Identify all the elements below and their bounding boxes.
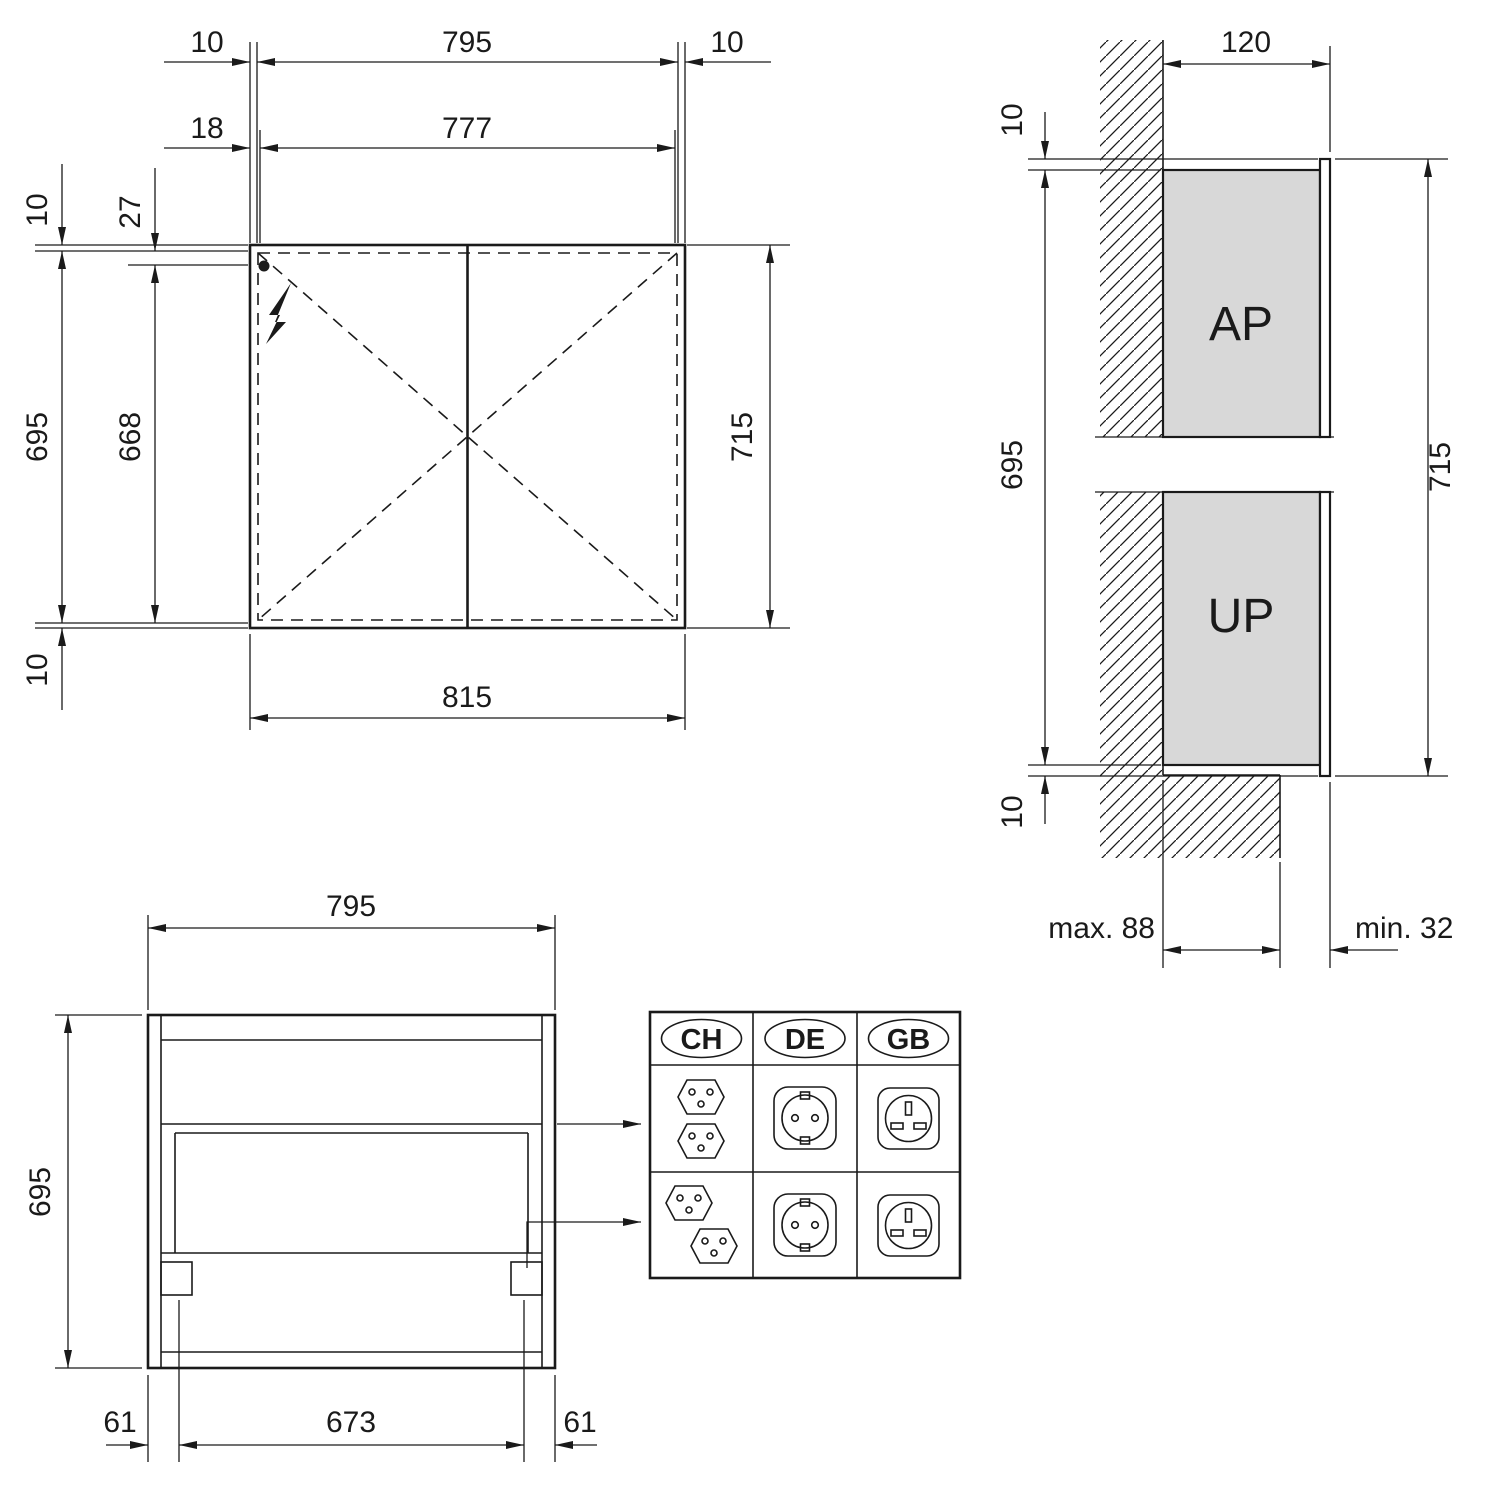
front-view-extension-lines	[35, 42, 790, 730]
bottom-view-dimension-lines	[64, 924, 597, 1449]
dim-front-top-gap-right: 10	[710, 26, 743, 59]
side-view: AP UP 120 10 695 10	[996, 26, 1457, 968]
socket-de-row1-icon	[773, 1086, 837, 1150]
socket-table: CH DE GB	[648, 1010, 962, 1280]
dim-recess-max: max. 88	[1048, 912, 1155, 945]
dim-front-left-height: 695	[21, 412, 54, 462]
country-badge-ch	[660, 1018, 743, 1059]
bottom-view-inner-lines	[160, 1015, 543, 1368]
country-badge-gb	[867, 1018, 950, 1059]
dim-side-depth: 120	[1221, 26, 1271, 59]
socket-gb-row1-icon	[877, 1087, 940, 1150]
dim-front-inset-left: 18	[190, 112, 223, 145]
dim-side-body-height: 695	[996, 440, 1029, 490]
dim-front-left-gap-bottom: 10	[21, 653, 54, 686]
socket-ch-row1-icon	[677, 1079, 725, 1159]
power-connection-dot	[258, 260, 270, 272]
socket-de-row2-icon	[773, 1193, 837, 1257]
label-surface-mounted: AP	[1209, 298, 1273, 351]
bottom-view-extension-lines	[55, 915, 556, 1462]
wall-hatch-below	[1100, 775, 1280, 858]
dim-front-top-width: 795	[442, 26, 492, 59]
cabinet-body-upper	[1161, 168, 1322, 439]
wall-hatch-lower	[1100, 492, 1163, 775]
dim-side-gap-top: 10	[996, 103, 1029, 136]
dim-protrusion-min: min. 32	[1355, 912, 1453, 945]
break-lines	[1095, 436, 1334, 493]
bottom-view: 795 695 61 673 61	[24, 890, 641, 1462]
socket-table-grid	[650, 1012, 960, 1278]
dim-bottom-side-left: 61	[103, 1406, 136, 1439]
dim-side-front-height: 715	[1424, 442, 1457, 492]
dim-front-left-gap-top: 10	[21, 193, 54, 226]
side-view-dimension-lines	[1041, 60, 1432, 954]
header-de: DE	[785, 1024, 825, 1056]
power-connection-bolt-icon	[266, 283, 291, 344]
leader-arrow-row2	[526, 1218, 641, 1268]
header-ch: CH	[681, 1024, 723, 1056]
front-view: 10 795 10 18 777 10 27 695 668 10 715 81…	[21, 26, 790, 730]
door-swing-diagonal-2	[257, 252, 678, 621]
dim-front-bottom-width: 815	[442, 681, 492, 714]
label-recessed: UP	[1208, 590, 1275, 643]
dim-bottom-width: 795	[326, 890, 376, 923]
dim-side-gap-bottom: 10	[996, 795, 1029, 828]
dim-bottom-depth: 695	[24, 1167, 57, 1217]
bottom-view-outline	[146, 1013, 557, 1370]
wall-hatch-upper	[1100, 40, 1163, 437]
country-badge-de	[764, 1018, 846, 1059]
header-gb: GB	[887, 1024, 931, 1056]
dim-front-inner-width: 777	[442, 112, 492, 145]
dim-front-left-inner-height: 668	[114, 412, 147, 462]
mirror-door-upper	[1318, 157, 1332, 439]
socket-table-border	[648, 1010, 962, 1280]
dim-front-left-inset-top: 27	[114, 195, 147, 228]
socket-ch-row2-icon	[665, 1185, 738, 1264]
front-view-dimension-lines	[58, 58, 774, 722]
door-swing-diagonal-1	[257, 252, 678, 621]
socket-gb-row2-icon	[877, 1194, 940, 1257]
dim-front-right-height: 715	[726, 412, 759, 462]
mirror-door-lower	[1318, 490, 1332, 778]
socket-box-left	[160, 1261, 193, 1296]
dim-bottom-side-right: 61	[563, 1406, 596, 1439]
dim-front-top-gap-left: 10	[190, 26, 223, 59]
cabinet-body-lower	[1161, 490, 1322, 767]
dim-bottom-center: 673	[326, 1406, 376, 1439]
